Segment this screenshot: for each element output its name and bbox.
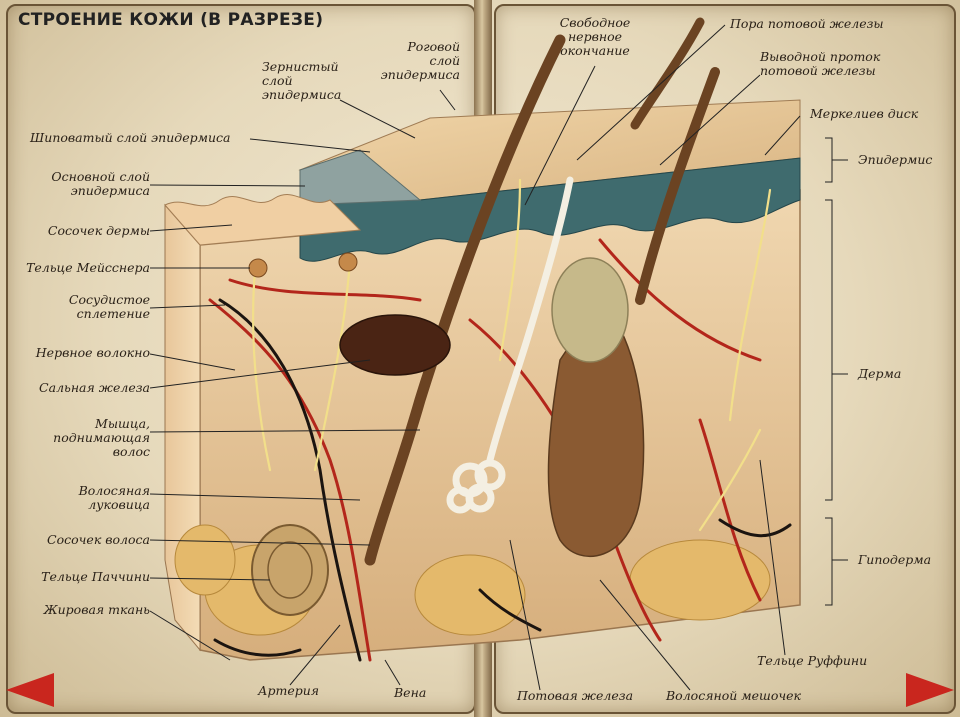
layer-brackets bbox=[825, 137, 848, 606]
nerve-fibers bbox=[252, 178, 772, 532]
label-basal-layer: Основной слой эпидермиса bbox=[51, 169, 150, 198]
spinous-layer bbox=[299, 149, 422, 206]
label-vein: Вена bbox=[394, 685, 427, 700]
sebaceous-gland bbox=[551, 257, 629, 363]
previous-page-arrow-icon[interactable] bbox=[6, 673, 54, 707]
label-hair-bulb: Волосяная луковица bbox=[78, 483, 150, 512]
label-epidermis: Эпидермис bbox=[858, 152, 933, 167]
page-title: СТРОЕНИЕ КОЖИ (В РАЗРЕЗЕ) bbox=[18, 10, 324, 30]
label-granular-layer: Зернистый слой эпидермиса bbox=[262, 59, 342, 102]
label-dermal-papilla: Сосочек дермы bbox=[47, 223, 150, 238]
label-sweat-pore: Пора потовой железы bbox=[730, 16, 884, 31]
label-vascular-plexus: Сосудистое сплетение bbox=[68, 292, 150, 321]
label-horny-layer: Роговой слой эпидермиса bbox=[380, 39, 460, 82]
label-sweat-gland: Потовая железа bbox=[517, 688, 634, 703]
sweat-gland-coil bbox=[446, 459, 506, 514]
sweat-duct bbox=[486, 176, 574, 464]
veins bbox=[213, 298, 792, 662]
label-spinous-layer: Шиповатый слой эпидермиса bbox=[30, 130, 231, 145]
label-sebaceous-gland: Сальная железа bbox=[39, 380, 150, 395]
label-artery: Артерия bbox=[258, 683, 320, 698]
label-pacinian-corpuscle: Тельце Паччини bbox=[41, 569, 150, 584]
label-arrector-muscle: Мышца, поднимающая волос bbox=[53, 416, 150, 459]
label-free-nerve-ending: Свободное нервное окончание bbox=[559, 15, 631, 58]
dermal-papillae bbox=[164, 194, 362, 246]
label-nerve-fiber: Нервное волокно bbox=[35, 345, 150, 360]
label-hair-follicle: Волосяной мешочек bbox=[666, 688, 802, 703]
label-sweat-duct: Выводной проток потовой железы bbox=[760, 49, 881, 78]
hair-follicle bbox=[547, 298, 645, 558]
meissner-corpuscle bbox=[248, 258, 268, 278]
label-dermis: Дерма bbox=[858, 366, 902, 381]
label-meissner-corpuscle: Тельце Мейсснера bbox=[26, 260, 150, 275]
label-hair-papilla: Сосочек волоса bbox=[47, 532, 150, 547]
label-hypodermis: Гиподерма bbox=[858, 552, 932, 567]
label-merkel-disk: Меркелиев диск bbox=[810, 106, 919, 121]
meissner-corpuscle bbox=[338, 252, 358, 272]
next-page-arrow-icon[interactable] bbox=[906, 673, 954, 707]
leader-lines bbox=[149, 24, 801, 691]
label-ruffini-corpuscle: Тельце Руффини bbox=[757, 653, 868, 668]
pacinian-corpuscle bbox=[251, 524, 329, 616]
dark-sebaceous-lobe bbox=[339, 314, 451, 376]
label-adipose-tissue: Жировая ткань bbox=[43, 602, 150, 617]
